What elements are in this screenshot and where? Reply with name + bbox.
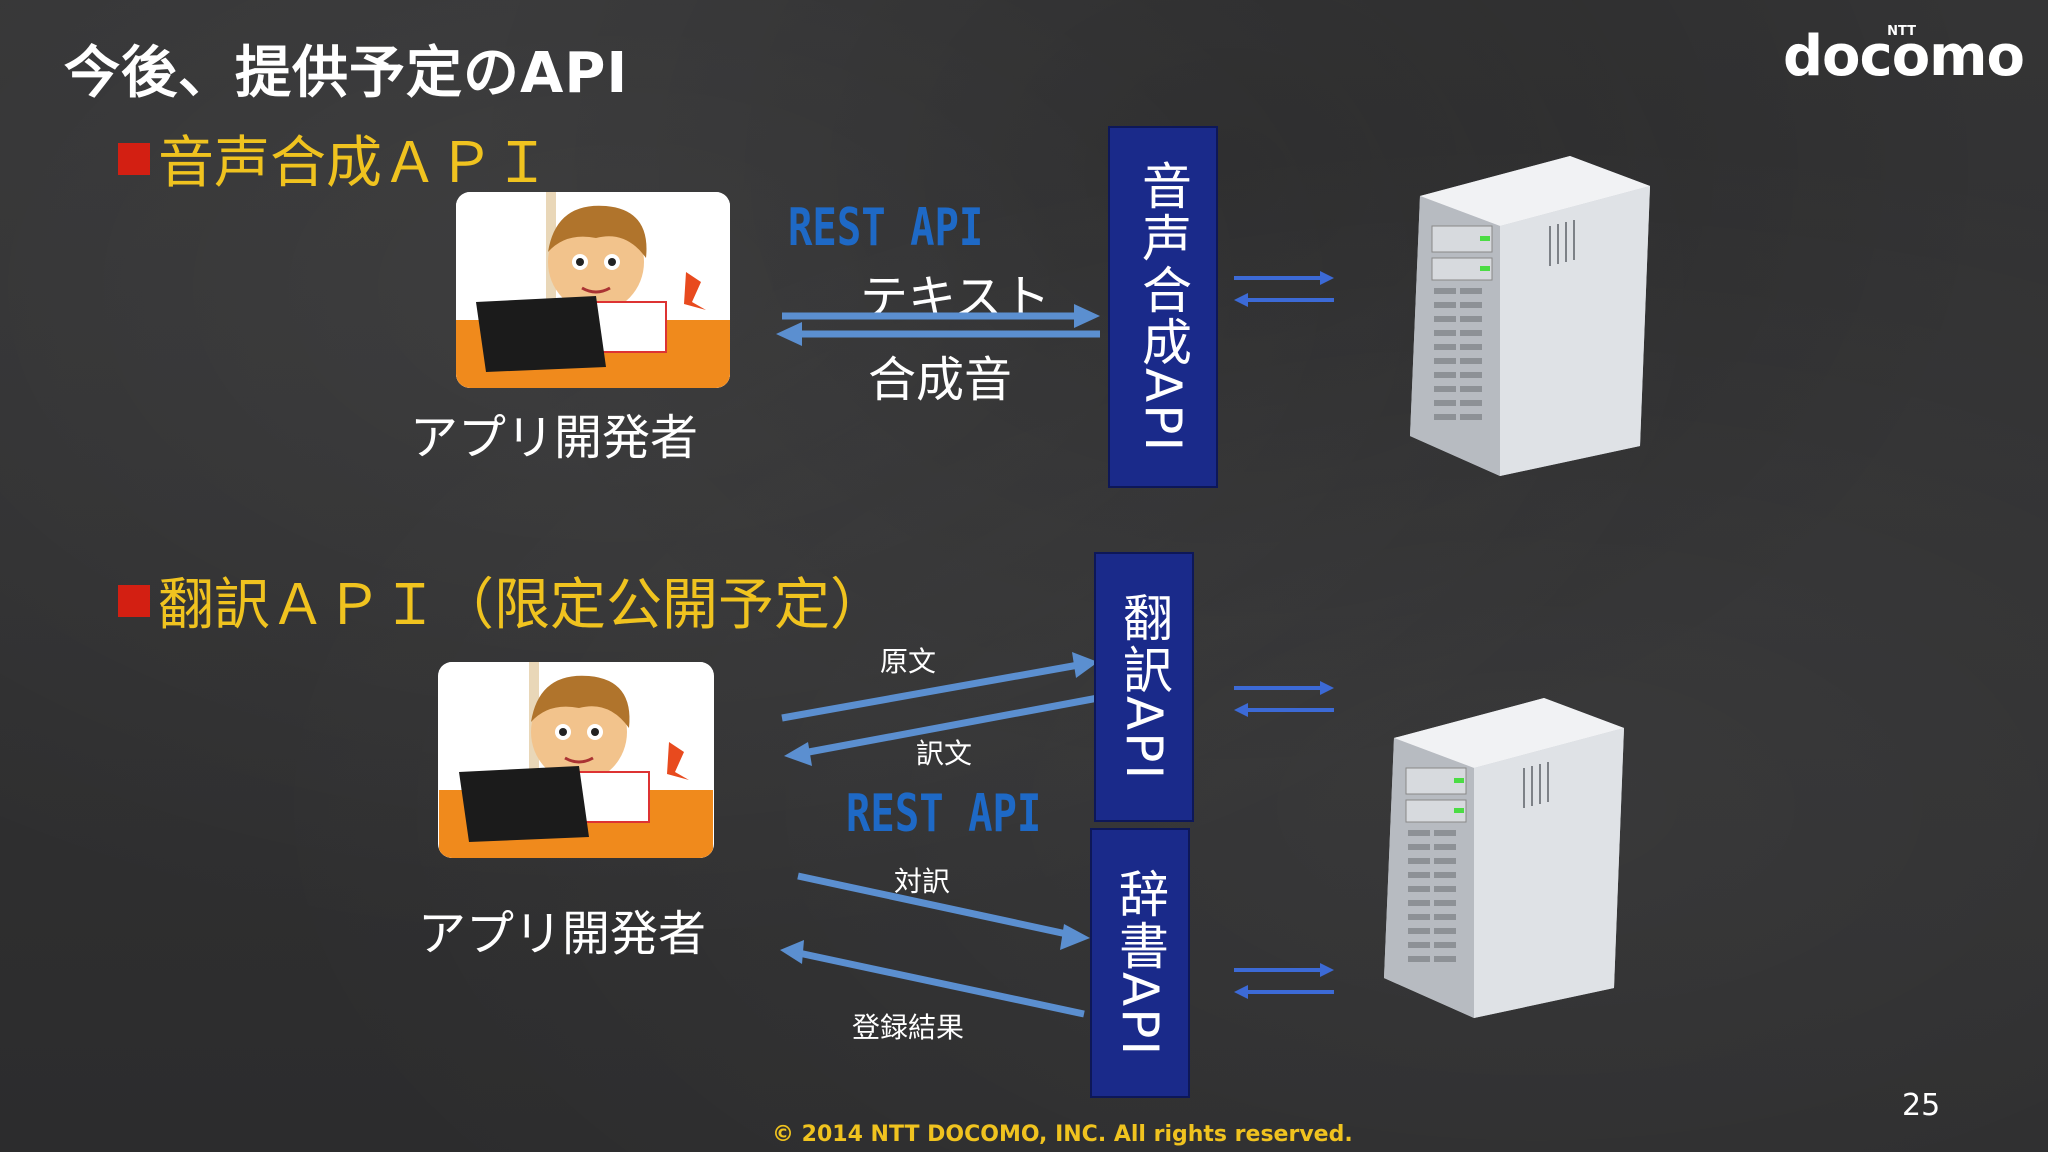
logo-ntt-text: NTT [1887, 24, 1916, 39]
rest-api-label-1: REST API [788, 198, 984, 258]
developer-illustration-icon [438, 662, 714, 858]
section2-heading: 翻訳ＡＰＩ（限定公開予定） [118, 560, 886, 641]
bullet-square-icon [118, 584, 150, 617]
api-box-dictionary: 辞書API [1090, 828, 1190, 1098]
server-link-arrows-3 [1234, 963, 1334, 999]
page-number: 25 [1902, 1088, 1941, 1123]
api-box-speech-synthesis-label: 音声合成API [1134, 160, 1192, 454]
dict-response-label: 登録結果 [852, 1011, 965, 1044]
double-arrow-icon [776, 304, 1100, 346]
server-icon [1410, 156, 1650, 476]
api-box-translation: 翻訳API [1094, 552, 1194, 822]
translate-response-label: 訳文 [916, 737, 973, 770]
section2-heading-text: 翻訳ＡＰＩ（限定公開予定） [158, 573, 886, 638]
response-label-synth: 合成音 [868, 352, 1013, 408]
server-link-arrows-1 [1234, 271, 1334, 307]
server-link-arrows-2 [1234, 681, 1334, 717]
bullet-square-icon [118, 142, 150, 175]
developer-label-2: アプリ開発者 [418, 906, 707, 962]
api-box-speech-synthesis: 音声合成API [1108, 126, 1218, 488]
dict-request-label: 対訳 [894, 865, 951, 898]
docomo-logo: docomo [1782, 24, 2025, 89]
rest-api-label-2: REST API [846, 784, 1042, 844]
copyright-text: © 2014 NTT DOCOMO, INC. All rights reser… [772, 1122, 1353, 1147]
slide-title: 今後、提供予定のAPI [64, 41, 629, 106]
developer-label-1: アプリ開発者 [410, 410, 699, 466]
developer-illustration-icon [456, 192, 730, 388]
api-box-translation-label: 翻訳API [1115, 592, 1173, 782]
translate-request-label: 原文 [880, 645, 937, 678]
server-icon [1384, 698, 1624, 1018]
section1-heading: 音声合成ＡＰＩ [118, 118, 550, 199]
section1-heading-text: 音声合成ＡＰＩ [158, 131, 550, 196]
api-box-dictionary-label: 辞書API [1111, 868, 1169, 1058]
translation-arrows [780, 652, 1099, 1018]
